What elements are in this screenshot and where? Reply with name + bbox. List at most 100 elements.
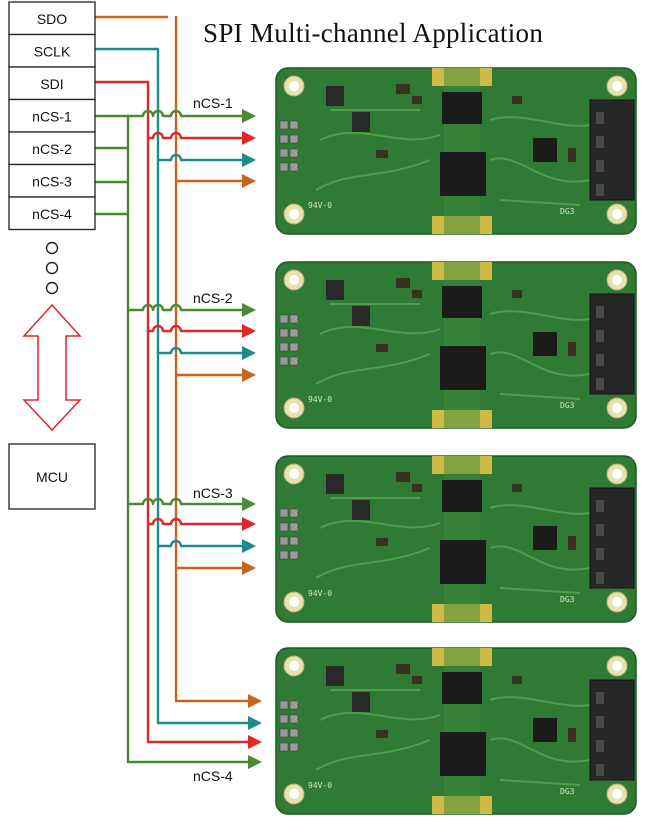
capacitor — [376, 730, 388, 738]
capacitor — [396, 84, 410, 94]
capacitor — [412, 290, 422, 298]
header-pin — [279, 148, 289, 158]
terminal-slot — [596, 572, 604, 584]
wire-crossover — [151, 517, 165, 525]
wire-crossover — [169, 497, 183, 505]
silkscreen-right: DG3 — [560, 401, 575, 410]
ic-chip-main — [440, 732, 486, 776]
ellipsis-dot — [45, 261, 59, 275]
sdi-arrow-head — [242, 324, 256, 338]
silkscreen-right: DG3 — [560, 595, 575, 604]
board-4-cs-label: nCS-4 — [193, 768, 233, 784]
pcb-trace — [499, 587, 581, 594]
header-pin — [289, 714, 299, 724]
terminal-slot — [596, 354, 604, 366]
header-pin — [279, 728, 289, 738]
header-pin — [279, 342, 289, 352]
inductor — [352, 306, 370, 326]
ncs-arrow-head — [242, 109, 256, 123]
mounting-hole-core — [289, 469, 299, 479]
header-pin — [279, 700, 289, 710]
mounting-hole-core — [289, 597, 299, 607]
header-pin — [289, 508, 299, 518]
terminal-slot — [596, 112, 604, 124]
header-pin — [289, 550, 299, 560]
mounting-hole-core — [289, 661, 299, 671]
capacitor — [412, 676, 422, 684]
header-pin — [289, 536, 299, 546]
sclk-arrow-head — [242, 346, 256, 360]
pcb-trace — [489, 157, 591, 183]
terminal-slot — [596, 764, 604, 776]
silkscreen-left: 94V-0 — [308, 395, 332, 404]
terminal-slot — [596, 500, 604, 512]
terminal-slot — [596, 692, 604, 704]
mcu-pin-box — [8, 131, 96, 166]
inductor — [352, 500, 370, 520]
board-3-cs-label: nCS-3 — [193, 485, 233, 501]
capacitor — [376, 538, 388, 546]
mcu-pin-box — [8, 33, 96, 68]
terminal-slot — [596, 548, 604, 560]
pcb-trace — [499, 779, 581, 786]
pcb-trace — [319, 711, 441, 721]
wire-crossover — [169, 324, 183, 332]
sdo-arrow-head — [242, 368, 256, 382]
mcu-pin-label: SDI — [40, 76, 63, 92]
sdi-arrow-head — [242, 131, 256, 145]
header-pin — [289, 134, 299, 144]
wire-crossover — [169, 539, 183, 547]
wire-crossover — [169, 517, 183, 525]
mcu-pin-label: nCS-2 — [32, 141, 72, 157]
silkscreen-right: DG3 — [560, 787, 575, 796]
capacitor — [512, 484, 522, 492]
inductor — [326, 666, 344, 686]
wire-crossover — [151, 109, 165, 117]
capacitor — [512, 96, 522, 104]
mounting-hole-core — [289, 275, 299, 285]
pcb-trace — [489, 310, 591, 321]
header-pin — [279, 120, 289, 130]
terminal-slot — [596, 716, 604, 728]
ic-chip-main — [440, 540, 486, 584]
ncs-arrow-head — [242, 497, 256, 511]
diagram-title: SPI Multi-channel Application — [203, 18, 543, 48]
header-pin — [279, 134, 289, 144]
wire-crossover — [169, 131, 183, 139]
header-pin — [279, 314, 289, 324]
board-2-cs-label: nCS-2 — [193, 290, 233, 306]
header-pin — [289, 148, 299, 158]
inductor — [326, 280, 344, 300]
header-pin — [289, 728, 299, 738]
ic-chip-main — [440, 346, 486, 390]
pcb-trace — [489, 696, 591, 707]
ic-chip-small — [533, 138, 557, 162]
terminal-slot — [596, 378, 604, 390]
sclk-arrow-head — [242, 539, 256, 553]
capacitor — [396, 664, 410, 674]
capacitor — [568, 342, 576, 356]
capacitor — [568, 536, 576, 550]
mcu-pin-label: nCS-1 — [32, 109, 72, 125]
wire-crossover — [151, 131, 165, 139]
mcu-box — [8, 443, 96, 510]
ellipsis-dot — [45, 241, 59, 255]
bidirectional-arrow-icon — [22, 303, 82, 432]
inductor — [352, 692, 370, 712]
signal-wires — [93, 15, 262, 769]
pcb-trace — [489, 116, 591, 127]
mounting-hole-core — [289, 209, 299, 219]
sdo-arrow-head — [242, 174, 256, 188]
silkscreen-left: 94V-0 — [308, 589, 332, 598]
mounting-hole-core — [612, 403, 622, 413]
capacitor — [512, 676, 522, 684]
header-pin — [289, 356, 299, 366]
mounting-hole-core — [289, 403, 299, 413]
capacitor — [396, 278, 410, 288]
pcb-trace — [315, 739, 431, 771]
mcu-pin-box — [8, 1, 96, 36]
ic-chip-upper — [442, 672, 482, 704]
terminal-slot — [596, 740, 604, 752]
